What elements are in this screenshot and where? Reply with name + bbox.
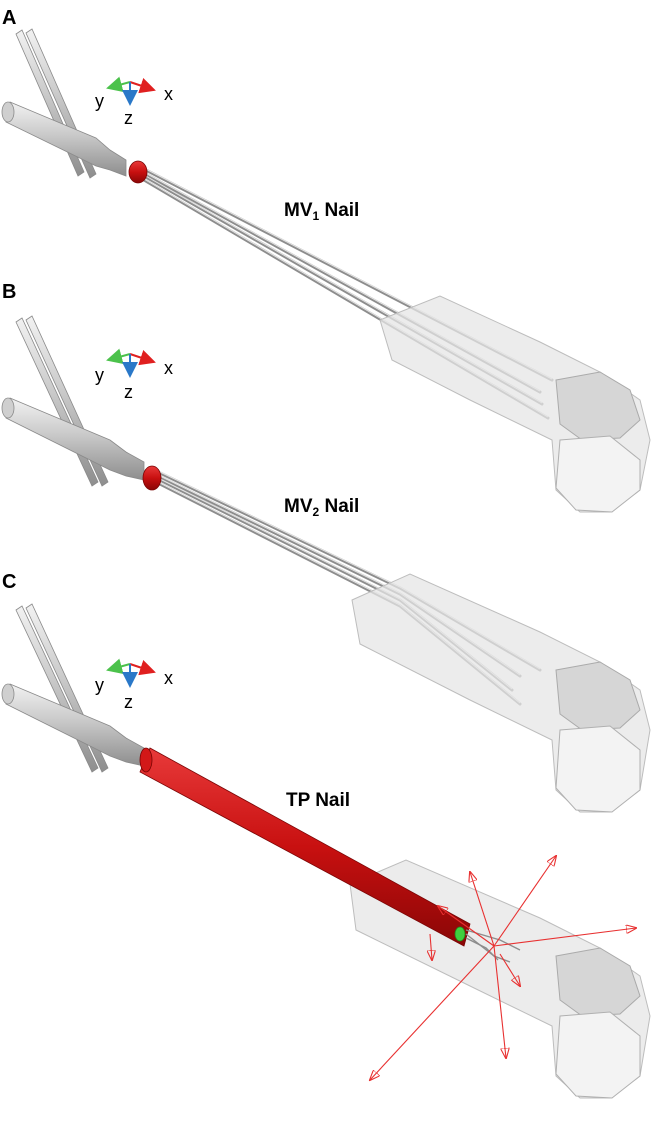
nail-tip-marker [454, 926, 466, 942]
nail-label: TP Nail [286, 790, 350, 811]
panel-a: A [1, 7, 651, 513]
axis-triad: x y z [95, 76, 173, 128]
axis-label-y: y [95, 365, 104, 385]
nail-label: MV2 Nail [284, 496, 359, 519]
insertion-handle [1, 683, 145, 767]
panel-letter: B [2, 281, 16, 303]
nail-collar [128, 160, 148, 184]
panel-c: C [1, 571, 651, 1099]
axis-label-z: z [124, 692, 133, 712]
tp-nail-rod [139, 747, 471, 947]
insertion-handle [1, 101, 127, 177]
axis-triad: x y z [95, 348, 173, 402]
bone-model [351, 573, 651, 813]
panel-letter: C [2, 571, 16, 593]
axis-triad: x y z [95, 658, 173, 712]
axis-label-z: z [124, 108, 133, 128]
axis-label-y: y [95, 91, 104, 111]
panel-b: B [1, 281, 651, 813]
axis-label-z: z [124, 382, 133, 402]
axis-label-x: x [164, 358, 173, 378]
axis-label-y: y [95, 675, 104, 695]
nail-collar [142, 465, 162, 491]
axis-label-x: x [164, 668, 173, 688]
nail-label: MV1 Nail [284, 200, 359, 223]
insertion-handle [1, 397, 145, 481]
force-vectors [370, 856, 636, 1080]
axis-label-x: x [164, 84, 173, 104]
panel-letter: A [2, 7, 16, 29]
bone-model [379, 295, 651, 513]
tp-nail-tines [465, 929, 521, 963]
